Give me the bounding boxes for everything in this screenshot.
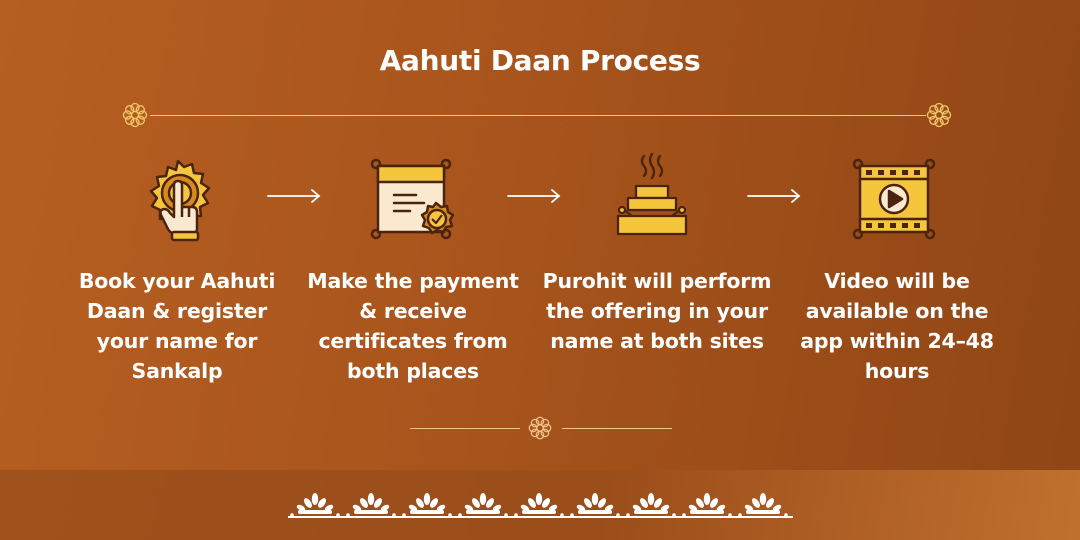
havan-kund-icon (616, 152, 688, 236)
footer-band (0, 470, 1080, 540)
finger-tap-icon (149, 159, 211, 242)
certificate-icon (370, 158, 454, 240)
step-4-text: Video will be available on the app withi… (800, 269, 994, 383)
page-title: Aahuti Daan Process (379, 44, 701, 77)
step-2-text: Make the payment & receive certificates … (307, 269, 519, 383)
bottom-divider-right (562, 428, 672, 429)
step-1-text: Book your Aahuti Daan & register your na… (78, 269, 276, 383)
video-play-icon (852, 158, 936, 240)
top-divider-line (150, 115, 926, 116)
mandala-right-icon (926, 102, 952, 128)
mandala-left-icon (122, 102, 148, 128)
arrow-right-icon (507, 189, 561, 203)
bottom-divider-left (410, 428, 520, 429)
arrow-right-icon (747, 189, 801, 203)
floral-border-pattern-icon (288, 493, 793, 518)
mandala-center-icon (528, 416, 552, 440)
arrow-right-icon (267, 189, 321, 203)
step-3-text: Purohit will perform the offering in you… (542, 269, 772, 353)
